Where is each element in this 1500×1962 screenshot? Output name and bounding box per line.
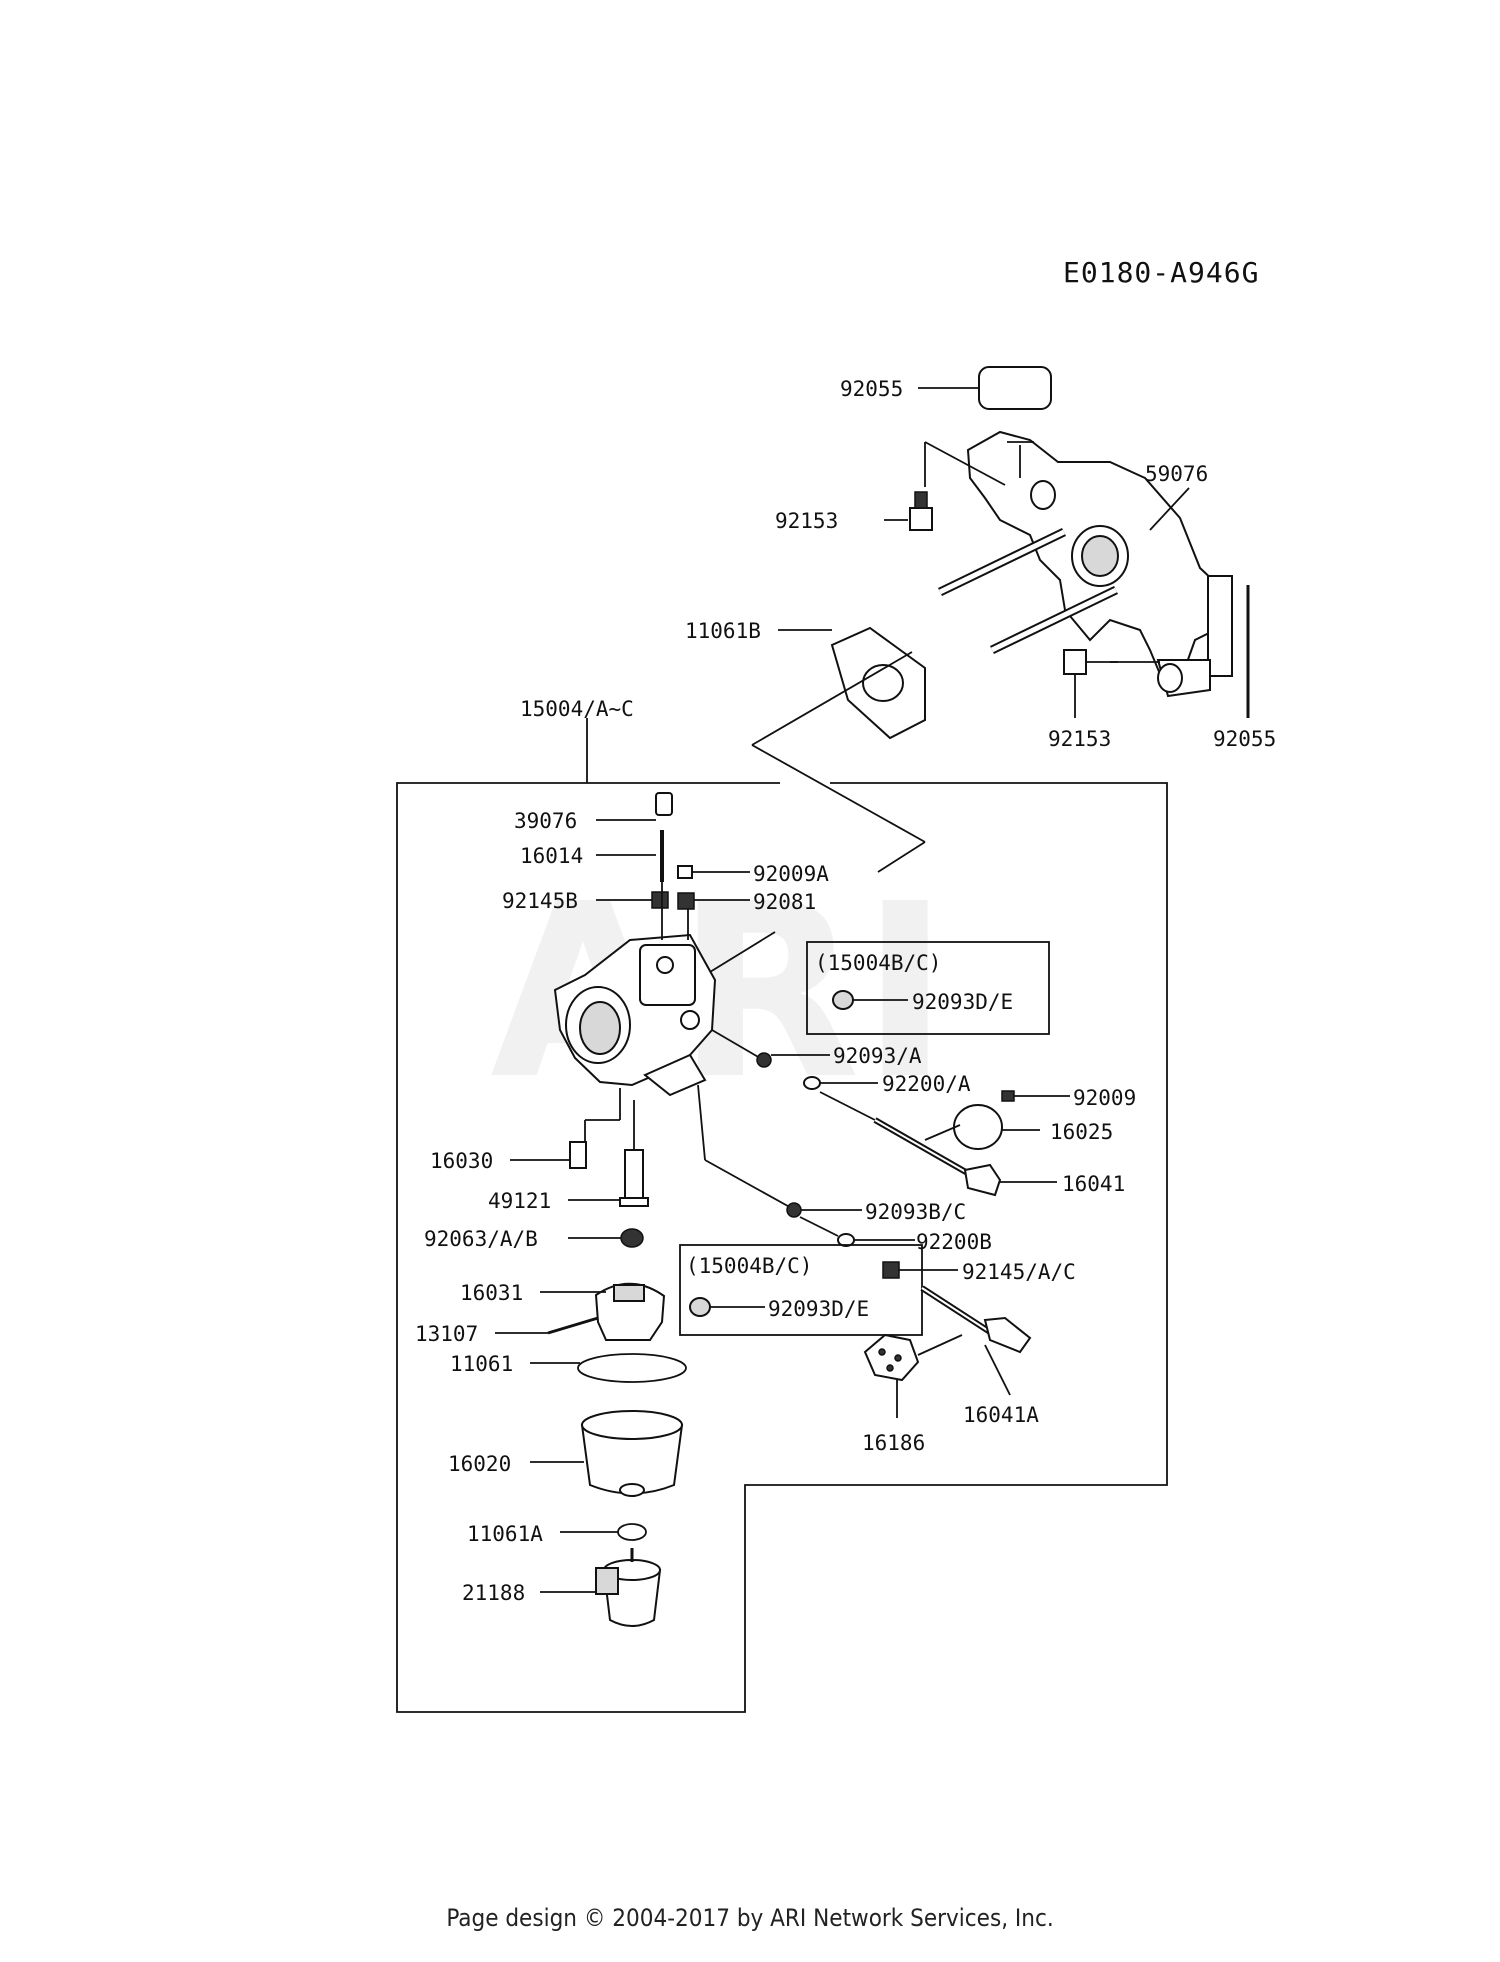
part-92081-spring[interactable]: [677, 892, 750, 910]
label-15004[interactable]: 15004/A~C: [520, 697, 634, 721]
part-11061-o-ring[interactable]: [530, 1353, 687, 1383]
label-92153-bottom[interactable]: 92153: [1048, 727, 1111, 751]
part-92153-bolt-bottom[interactable]: [1063, 649, 1160, 718]
label-92009A[interactable]: 92009A: [753, 862, 829, 886]
part-92200B-washer[interactable]: [799, 1216, 915, 1247]
label-21188[interactable]: 21188: [462, 1581, 525, 1605]
part-39076[interactable]: [596, 792, 673, 821]
label-13107[interactable]: 13107: [415, 1322, 478, 1346]
label-59076[interactable]: 59076: [1145, 462, 1208, 486]
part-92009-screw[interactable]: [1001, 1090, 1070, 1102]
label-92093BC[interactable]: 92093B/C: [865, 1200, 966, 1224]
label-11061A[interactable]: 11061A: [467, 1522, 543, 1546]
part-16041-throttle-shaft[interactable]: [819, 1091, 1057, 1197]
part-59076-intake-manifold[interactable]: [924, 430, 1233, 698]
label-49121[interactable]: 49121: [488, 1189, 551, 1213]
part-92055-gasket-top[interactable]: [918, 366, 1052, 410]
part-16031-float[interactable]: [540, 1282, 666, 1341]
footer-copyright: Page design © 2004-2017 by ARI Network S…: [446, 1904, 1054, 1932]
label-16031[interactable]: 16031: [460, 1281, 523, 1305]
part-21188-solenoid[interactable]: [540, 1548, 662, 1627]
label-box2-part[interactable]: 92093D/E: [768, 1297, 869, 1321]
leader-line: [751, 744, 926, 843]
leader-line: [751, 651, 913, 746]
label-box1-title[interactable]: (15004B/C): [815, 951, 941, 975]
label-16020[interactable]: 16020: [448, 1452, 511, 1476]
part-13107-pin[interactable]: [495, 1316, 599, 1335]
label-92200B[interactable]: 92200B: [916, 1230, 992, 1254]
part-92063-washer[interactable]: [568, 1228, 644, 1248]
label-92145AC[interactable]: 92145/A/C: [962, 1260, 1076, 1284]
label-92145B[interactable]: 92145B: [502, 889, 578, 913]
part-92153-bolt-top[interactable]: [884, 491, 933, 531]
part-16186-choke-plate[interactable]: [863, 1333, 963, 1418]
leader-line: [877, 841, 926, 873]
part-92093BC-seal[interactable]: [786, 1202, 862, 1218]
part-49121-tube[interactable]: [568, 1100, 649, 1207]
label-92055-right[interactable]: 92055: [1213, 727, 1276, 751]
label-16030[interactable]: 16030: [430, 1149, 493, 1173]
assembly-15004-box: [396, 718, 1168, 1713]
stud-lower: [990, 585, 1118, 655]
label-92093A[interactable]: 92093/A: [833, 1044, 922, 1068]
part-11061A-o-ring[interactable]: [560, 1523, 647, 1541]
label-92009[interactable]: 92009: [1073, 1086, 1136, 1110]
label-16186[interactable]: 16186: [862, 1431, 925, 1455]
label-92081[interactable]: 92081: [753, 890, 816, 914]
part-carburetor-body[interactable]: [553, 882, 796, 1211]
stud-upper: [938, 527, 1066, 597]
part-92009A-screw[interactable]: [677, 865, 750, 879]
label-box2-title[interactable]: (15004B/C): [686, 1254, 812, 1278]
label-16025[interactable]: 16025: [1050, 1120, 1113, 1144]
label-11061B[interactable]: 11061B: [685, 619, 761, 643]
label-16041[interactable]: 16041: [1062, 1172, 1125, 1196]
part-16014-needle[interactable]: [596, 830, 664, 882]
callout-box-15004BC-1: [806, 941, 1050, 1035]
part-92200A-washer[interactable]: [803, 1076, 878, 1090]
part-11061B-gasket[interactable]: [778, 626, 926, 740]
part-92093A-seal[interactable]: [756, 1052, 830, 1068]
label-16014[interactable]: 16014: [520, 844, 583, 868]
label-box1-part[interactable]: 92093D/E: [912, 990, 1013, 1014]
part-92145AC-spring[interactable]: [882, 1261, 958, 1279]
label-92055-top[interactable]: 92055: [840, 377, 903, 401]
diagram-code: E0180-A946G: [1063, 256, 1259, 289]
part-16041A-choke-shaft[interactable]: [920, 1285, 1032, 1396]
label-92200A[interactable]: 92200/A: [882, 1072, 971, 1096]
part-16025-throttle-plate[interactable]: [924, 1104, 1040, 1150]
label-11061[interactable]: 11061: [450, 1352, 513, 1376]
label-92153-top[interactable]: 92153: [775, 509, 838, 533]
part-92145B-spring[interactable]: [596, 891, 669, 909]
part-16030-jet[interactable]: [510, 1141, 587, 1169]
label-92063[interactable]: 92063/A/B: [424, 1227, 538, 1251]
label-39076[interactable]: 39076: [514, 809, 577, 833]
part-16020-float-bowl[interactable]: [530, 1410, 684, 1497]
label-16041A[interactable]: 16041A: [963, 1403, 1039, 1427]
